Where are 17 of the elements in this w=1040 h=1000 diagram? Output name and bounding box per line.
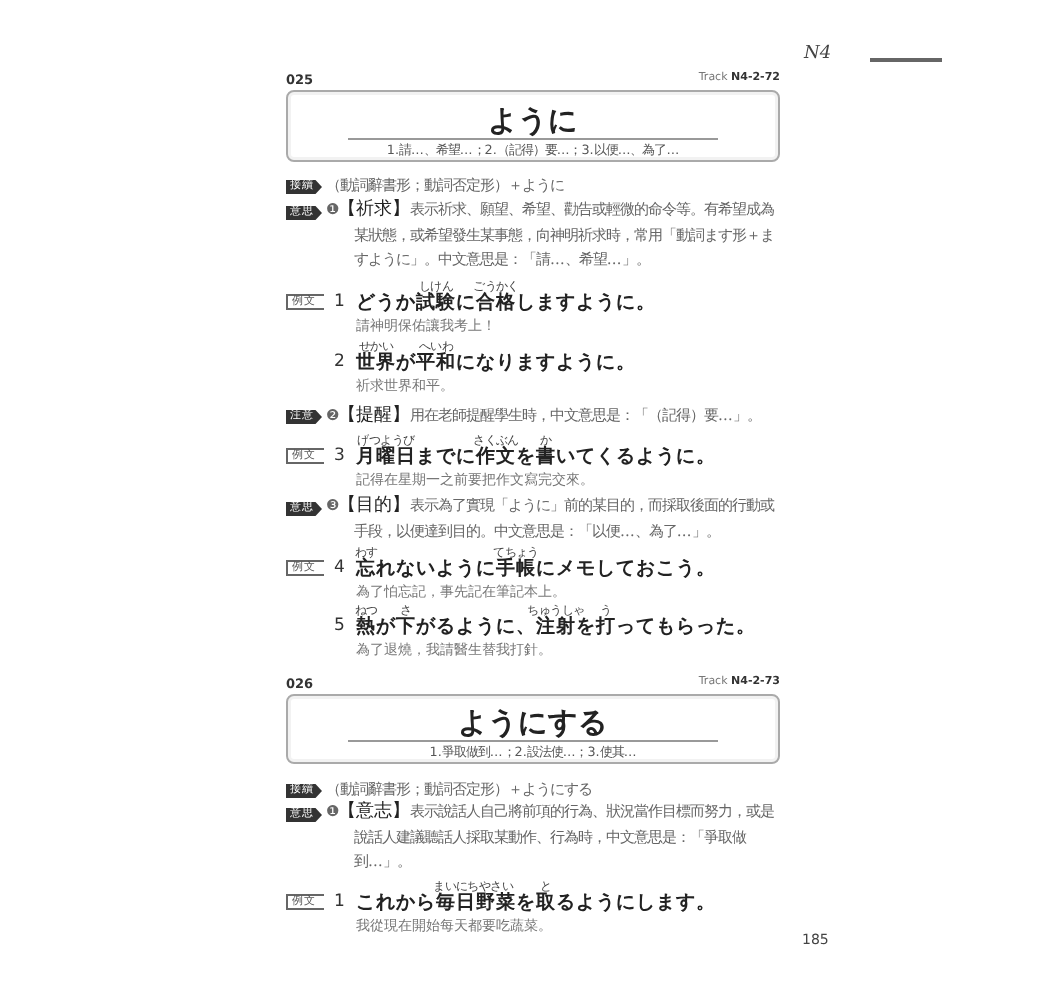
example-sentence: 世界が平和になりますように。 <box>356 353 636 374</box>
title-box <box>286 694 780 764</box>
pattern-title: ようにする <box>456 706 610 742</box>
example-number: 2 <box>334 350 345 374</box>
level-mark: N4 <box>804 44 832 64</box>
example-sentence: これから毎日野菜を取るようにします。 <box>356 893 716 914</box>
example-number: 3 <box>334 444 345 468</box>
example-number: 4 <box>334 556 345 580</box>
title-box <box>286 90 780 162</box>
example-sentence: どうか試験に合格しますように。 <box>356 293 656 314</box>
pattern-title: ように <box>486 104 580 140</box>
example-sentence: 忘れないように手帳にメモしておこう。 <box>356 559 716 580</box>
example-number: 1 <box>334 890 345 914</box>
example-sentence: 月曜日までに作文を書いてくるように。 <box>356 447 716 468</box>
example-sentence: 熱が下がるように、注射を打ってもらった。 <box>356 617 756 638</box>
example-number: 5 <box>334 614 345 638</box>
example-number: 1 <box>334 290 345 314</box>
